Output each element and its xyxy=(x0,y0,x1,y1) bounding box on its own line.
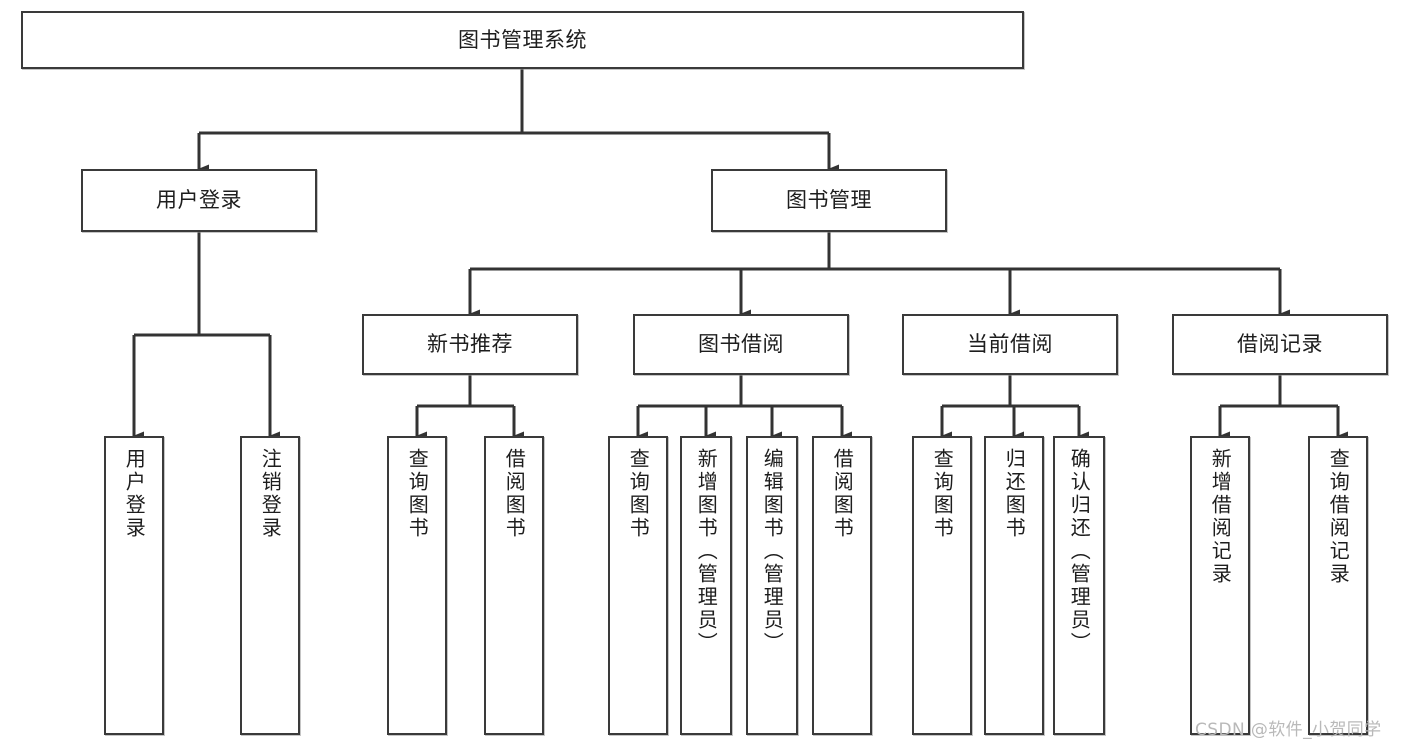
node-leaf-query-book-1: 查询图书 xyxy=(387,436,447,735)
node-label: 归还图书 xyxy=(1002,448,1027,540)
node-label: 图书管理 xyxy=(786,188,872,212)
node-label: 当前借阅 xyxy=(967,332,1053,356)
node-label: 用户登录 xyxy=(156,188,242,212)
node-user-login: 用户登录 xyxy=(81,169,317,232)
node-label: 借阅图书 xyxy=(502,448,527,540)
node-label: 借阅记录 xyxy=(1237,332,1323,356)
node-leaf-user-login: 用户登录 xyxy=(104,436,164,735)
node-label: 查询图书 xyxy=(930,448,955,540)
node-label: 查询图书 xyxy=(626,448,651,540)
node-leaf-borrow-book-2: 借阅图书 xyxy=(812,436,872,735)
node-leaf-confirm-return: 确认归还（管理员） xyxy=(1053,436,1105,735)
node-root: 图书管理系统 xyxy=(21,11,1024,69)
node-leaf-add-book: 新增图书（管理员） xyxy=(680,436,732,735)
node-leaf-user-logout: 注销登录 xyxy=(240,436,300,735)
node-book-borrow: 图书借阅 xyxy=(633,314,849,375)
node-leaf-borrow-book-1: 借阅图书 xyxy=(484,436,544,735)
node-leaf-return-book: 归还图书 xyxy=(984,436,1044,735)
node-borrow-record: 借阅记录 xyxy=(1172,314,1388,375)
node-leaf-edit-book: 编辑图书（管理员） xyxy=(746,436,798,735)
node-label: 用户登录 xyxy=(122,448,147,540)
node-label: 查询借阅记录 xyxy=(1326,448,1351,586)
node-leaf-query-book-2: 查询图书 xyxy=(608,436,668,735)
node-label: 图书借阅 xyxy=(698,332,784,356)
node-label: 借阅图书 xyxy=(830,448,855,540)
node-label: 新增借阅记录 xyxy=(1208,448,1233,586)
node-label: 新增图书（管理员） xyxy=(694,448,719,655)
node-label: 查询图书 xyxy=(405,448,430,540)
node-label: 编辑图书（管理员） xyxy=(760,448,785,655)
node-current-borrow: 当前借阅 xyxy=(902,314,1118,375)
node-leaf-query-record: 查询借阅记录 xyxy=(1308,436,1368,735)
node-label: 图书管理系统 xyxy=(458,27,587,52)
node-label: 确认归还（管理员） xyxy=(1067,448,1092,655)
node-new-book-rec: 新书推荐 xyxy=(362,314,578,375)
node-label: 注销登录 xyxy=(258,448,283,540)
node-leaf-query-book-3: 查询图书 xyxy=(912,436,972,735)
node-leaf-add-record: 新增借阅记录 xyxy=(1190,436,1250,735)
node-book-manage: 图书管理 xyxy=(711,169,947,232)
node-label: 新书推荐 xyxy=(427,332,513,356)
